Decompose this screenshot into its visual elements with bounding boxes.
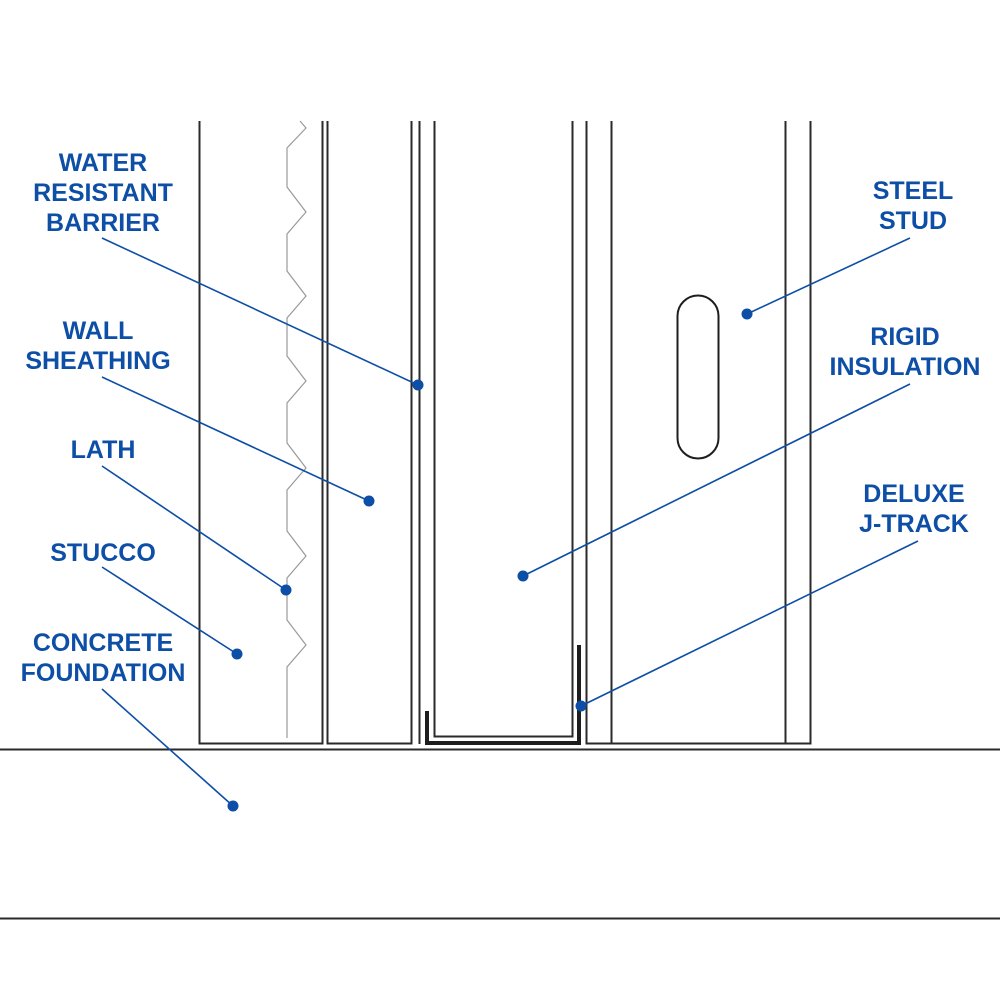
label-line: STUCCO — [50, 539, 156, 567]
label-line: LATH — [70, 436, 136, 464]
label-line: WALL — [62, 317, 134, 345]
label-line: RESISTANT — [33, 179, 173, 207]
label-lath: LATH — [71, 435, 136, 465]
leader-line-concrete-foundation — [101, 688, 234, 807]
lath-layer — [286, 120, 307, 738]
label-stucco: STUCCO — [50, 538, 156, 568]
label-concrete-foundation: CONCRETE FOUNDATION — [21, 628, 186, 688]
leader-dot-rigid-insulation — [517, 570, 529, 582]
stucco-outline — [198, 121, 324, 745]
leader-line-lath — [101, 465, 287, 591]
concrete-foundation-slab — [0, 748, 1000, 920]
leader-dot-lath — [280, 584, 292, 596]
label-line: STUD — [878, 207, 948, 235]
wall-sheathing-layer — [326, 121, 413, 745]
leader-dot-deluxe-j-track — [575, 700, 587, 712]
steel-stud-flange-right — [785, 121, 812, 745]
label-rigid-insulation: RIGID INSULATION — [830, 322, 981, 382]
leader-line-water-resistant-barrier — [101, 237, 419, 386]
leader-lines — [101, 237, 919, 812]
leader-line-deluxe-j-track — [580, 540, 919, 707]
label-line: DELUXE — [863, 480, 965, 508]
label-wall-sheathing: WALL SHEATHING — [25, 316, 170, 376]
stucco-layer — [198, 121, 324, 745]
label-line: BARRIER — [46, 209, 160, 237]
label-line: J-TRACK — [859, 510, 969, 538]
leader-line-stucco — [101, 566, 238, 655]
label-line: WATER — [58, 149, 148, 177]
rigid-insulation-outline — [433, 121, 574, 738]
wall-sheathing-outline — [326, 121, 413, 745]
leader-dot-concrete-foundation — [227, 800, 239, 812]
leader-dot-steel-stud — [741, 308, 753, 320]
steel-stud-knockout-hole — [676, 294, 720, 460]
label-water-resistant-barrier: WATER RESISTANT BARRIER — [33, 148, 173, 238]
j-track-profile — [425, 645, 581, 745]
j-track — [425, 645, 581, 745]
leader-line-steel-stud — [746, 237, 911, 315]
lath-zigzag — [286, 120, 307, 738]
label-deluxe-j-track: DELUXE J-TRACK — [859, 479, 969, 539]
rigid-insulation-layer — [433, 121, 574, 738]
label-line: FOUNDATION — [20, 659, 186, 687]
leader-line-rigid-insulation — [522, 383, 911, 577]
label-line: CONCRETE — [32, 629, 174, 657]
label-line: SHEATHING — [25, 347, 171, 375]
leader-line-wall-sheathing — [101, 376, 370, 502]
steel-stud-flange-left — [585, 121, 612, 745]
label-steel-stud: STEEL STUD — [873, 176, 954, 236]
label-line: STEEL — [872, 177, 954, 205]
leader-dot-stucco — [231, 648, 243, 660]
steel-stud-layer — [585, 121, 812, 745]
leader-dot-water-resistant-barrier — [412, 379, 424, 391]
leader-dot-wall-sheathing — [363, 495, 375, 507]
label-line: RIGID — [870, 323, 940, 351]
label-line: INSULATION — [829, 353, 981, 381]
steel-stud-web — [610, 121, 787, 745]
